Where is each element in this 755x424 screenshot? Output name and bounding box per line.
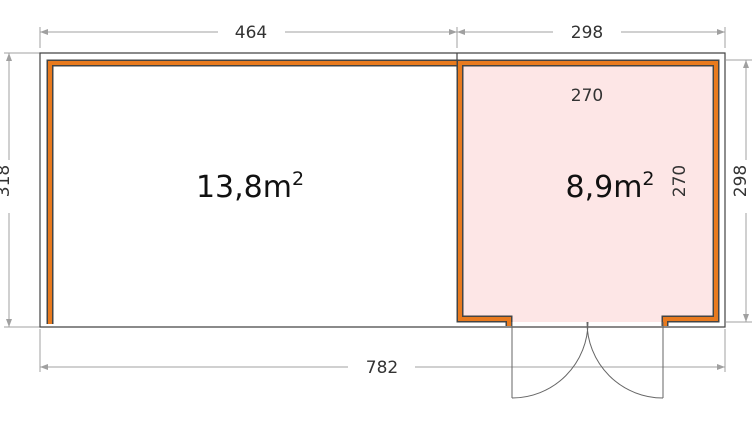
dim-inner-right-height: 270 bbox=[670, 165, 690, 197]
room-fill-right bbox=[462, 66, 712, 322]
dim-bottom-total-width: 782 bbox=[366, 358, 398, 378]
area-exponent-left: 2 bbox=[292, 168, 304, 190]
area-value-left: 13,8m bbox=[196, 170, 292, 205]
walls bbox=[46, 59, 720, 326]
area-label-left: 13,8m2 bbox=[196, 168, 304, 205]
dim-top-right-width: 298 bbox=[571, 23, 603, 43]
dim-inner-right-width: 270 bbox=[571, 86, 603, 106]
dim-top-left-width: 464 bbox=[235, 23, 267, 43]
dim-left-height: 318 bbox=[0, 165, 14, 197]
area-value-right: 8,9m bbox=[565, 170, 642, 205]
area-label-right: 8,9m2 bbox=[565, 168, 654, 205]
dim-right-height: 298 bbox=[731, 165, 751, 197]
building-outline bbox=[39, 52, 726, 328]
double-door bbox=[511, 321, 664, 399]
area-exponent-right: 2 bbox=[642, 168, 654, 190]
